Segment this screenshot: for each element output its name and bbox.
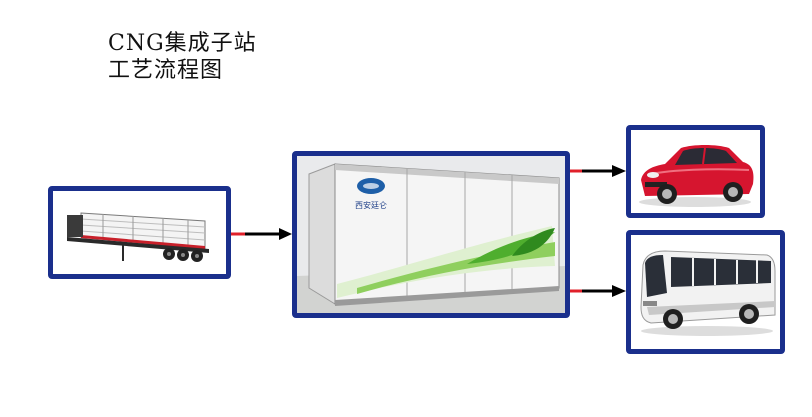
cng-station-container-icon: 西安廷仑 [297, 156, 565, 313]
bus-node [626, 230, 785, 354]
flow-arrow-station-to-car [570, 165, 626, 177]
tube-trailer-icon [53, 191, 226, 274]
title-line-2: 工艺流程图 [108, 58, 224, 83]
car-node [626, 125, 765, 218]
flow-arrow-station-to-bus [570, 285, 626, 297]
sedan-car-icon [631, 130, 760, 213]
title-line-1: CNG集成子站 [108, 31, 257, 56]
station-logo-text: 西安廷仑 [355, 200, 387, 210]
tube-trailer-node [48, 186, 231, 279]
diagram-title: CNG集成子站 工艺流程图 [108, 30, 257, 84]
cng-station-node: 西安廷仑 [292, 151, 570, 318]
flow-arrow-trailer-to-station [231, 228, 292, 240]
coach-bus-icon [631, 235, 780, 349]
